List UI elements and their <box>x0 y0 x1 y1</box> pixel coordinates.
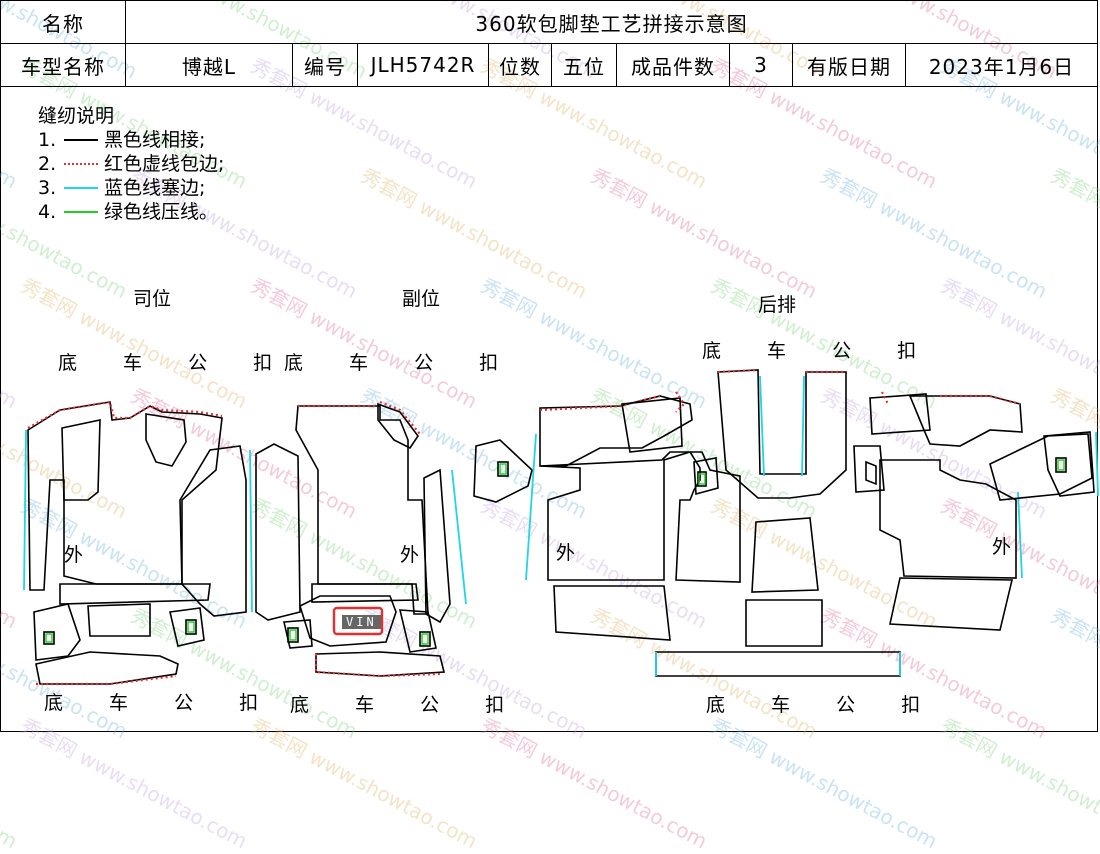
sewing-legend: 缝纫说明 1. 黑色线相接; 2. 红色虚线包边; 3. 蓝色线塞边; 4. 绿… <box>38 104 224 224</box>
rear-top-buckle-label: 底 车 公 扣 <box>702 340 937 362</box>
rear-outer-right-label: 外 <box>992 536 1012 558</box>
legend-item: 4. 绿色线压线。 <box>38 200 224 224</box>
model-label: 车型名称 <box>0 43 126 87</box>
seat-value: 五位 <box>551 43 617 87</box>
code-value: JLH5742R <box>357 43 489 87</box>
pieces-value: 3 <box>729 43 793 87</box>
legend-item: 3. 蓝色线塞边; <box>38 176 224 200</box>
legend-item: 2. 红色虚线包边; <box>38 152 224 176</box>
legend-item: 1. 黑色线相接; <box>38 128 224 152</box>
date-value: 2023年1月6日 <box>905 43 1098 87</box>
rear-bottom-buckle-label: 底 车 公 扣 <box>706 694 941 716</box>
legend-num: 4. <box>38 201 57 223</box>
legend-text: 黑色线相接; <box>104 129 206 151</box>
diagram-title: 360软包脚垫工艺拼接示意图 <box>125 0 1098 44</box>
header-table: 名称 360软包脚垫工艺拼接示意图 车型名称 博越L 编号 JLH5742R 位… <box>0 0 1098 87</box>
rear-outer-left-label: 外 <box>556 542 576 564</box>
passenger-outer-label: 外 <box>400 544 420 566</box>
legend-title: 缝纫说明 <box>38 105 115 127</box>
floor-mat-pattern-drawing <box>23 368 1099 686</box>
legend-text: 蓝色线塞边; <box>104 177 206 199</box>
header-row-title: 名称 360软包脚垫工艺拼接示意图 <box>0 0 1098 44</box>
driver-outer-label: 外 <box>64 544 84 566</box>
header-row-info: 车型名称 博越L 编号 JLH5742R 位数 五位 成品件数 3 有版日期 2… <box>0 43 1098 87</box>
driver-top-buckle-label: 底 车 公 扣 <box>58 352 293 374</box>
legend-text: 绿色线压线。 <box>104 201 219 223</box>
legend-num: 1. <box>38 129 57 151</box>
rear-mat-pieces <box>473 368 1099 677</box>
legend-num: 3. <box>38 177 57 199</box>
passenger-mat-pieces <box>283 400 467 678</box>
code-label: 编号 <box>292 43 358 87</box>
model-value: 博越L <box>125 43 293 87</box>
passenger-top-buckle-label: 底 车 公 扣 <box>284 352 519 374</box>
black-line-swatch <box>64 139 98 141</box>
vin-label: VIN <box>342 615 381 629</box>
date-label: 有版日期 <box>792 43 906 87</box>
rear-title: 后排 <box>758 294 797 316</box>
legend-num: 2. <box>38 153 57 175</box>
blue-line-swatch <box>64 187 98 189</box>
green-line-swatch <box>64 211 98 213</box>
seat-label: 位数 <box>488 43 552 87</box>
passenger-bottom-buckle-label: 底 车 公 扣 <box>290 694 525 716</box>
driver-mat-pieces <box>23 400 301 686</box>
driver-title: 司位 <box>133 288 172 310</box>
passenger-title: 副位 <box>402 288 441 310</box>
driver-bottom-buckle-label: 底 车 公 扣 <box>44 692 279 714</box>
red-dotted-line-swatch <box>64 163 98 165</box>
pieces-label: 成品件数 <box>616 43 730 87</box>
legend-text: 红色虚线包边; <box>104 153 225 175</box>
